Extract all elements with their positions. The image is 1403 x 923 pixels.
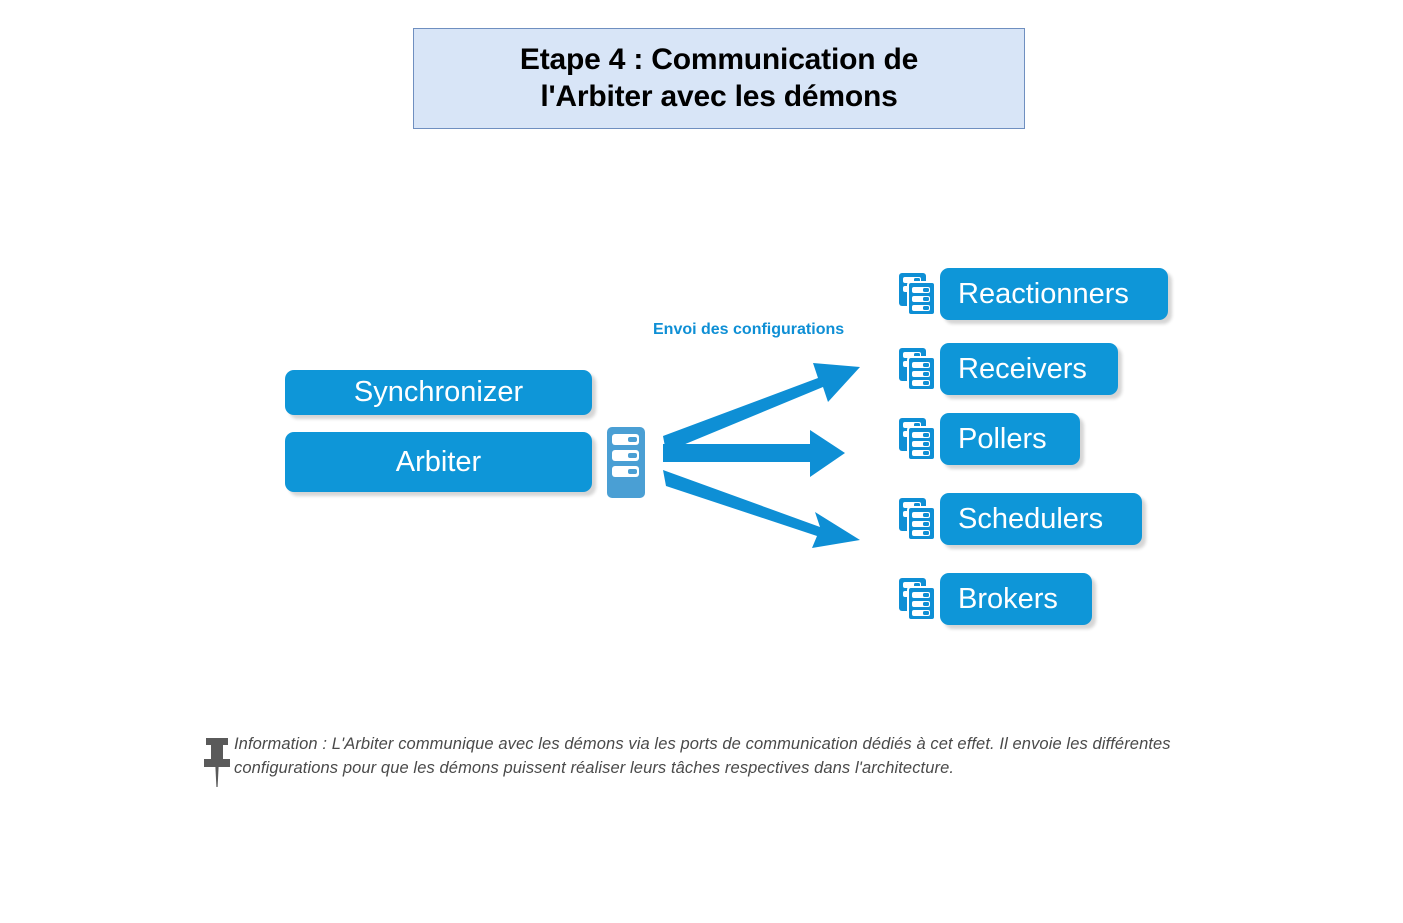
stacked-servers-icon [899,348,936,391]
node-brokers[interactable]: Brokers [940,573,1092,625]
node-brokers-label: Brokers [958,582,1058,615]
node-synchronizer[interactable]: Synchronizer [285,370,592,415]
node-arbiter-label: Arbiter [395,445,482,478]
node-pollers[interactable]: Pollers [940,413,1080,465]
arrow-up-right [663,363,860,452]
arrow-right [663,430,845,477]
node-reactionners[interactable]: Reactionners [940,268,1168,320]
node-receivers[interactable]: Receivers [940,343,1118,395]
stacked-servers-icon [899,498,936,541]
information-note-text: Information : L'Arbiter communique avec … [234,735,1171,777]
flow-label: Envoi des configurations [653,321,845,338]
node-schedulers[interactable]: Schedulers [940,493,1142,545]
node-reactionners-label: Reactionners [958,277,1129,310]
page-title: Etape 4 : Communication de l'Arbiter ave… [506,42,932,115]
node-pollers-label: Pollers [958,422,1047,455]
stacked-servers-icon [899,273,936,316]
pushpin-icon [204,738,230,787]
node-schedulers-label: Schedulers [958,502,1104,535]
page-title-line2: l'Arbiter avec les démons [540,79,898,113]
node-receivers-label: Receivers [958,352,1087,385]
arrow-down-right [663,470,860,548]
stacked-servers-icon [899,418,936,461]
node-synchronizer-label: Synchronizer [353,376,524,408]
node-arbiter[interactable]: Arbiter [285,432,592,492]
stacked-servers-icon [899,578,936,621]
page-title-line1: Etape 4 : Communication de [519,42,919,76]
page-title-box: Etape 4 : Communication de l'Arbiter ave… [413,28,1025,129]
information-note: Information : L'Arbiter communique avec … [200,733,1210,791]
server-icon [607,427,645,498]
